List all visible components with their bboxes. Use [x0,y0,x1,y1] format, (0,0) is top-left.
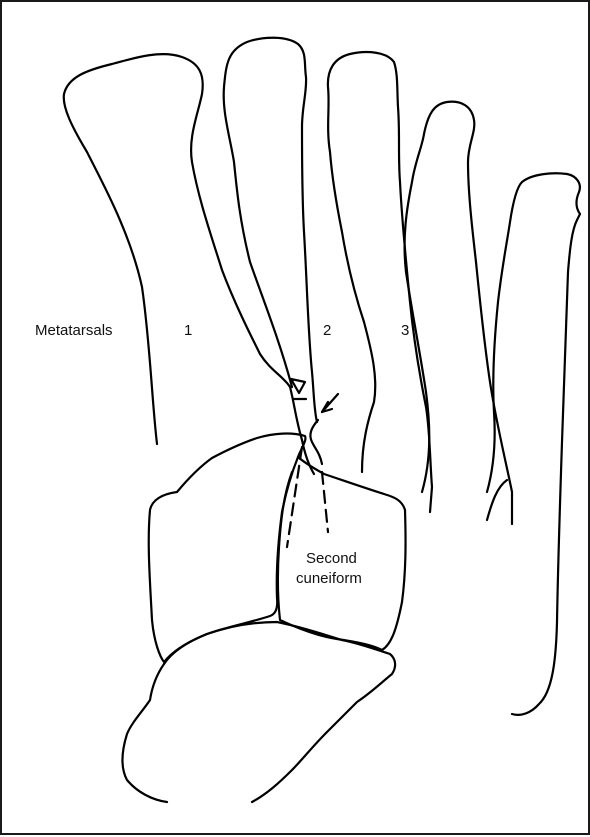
ligament-strand [310,420,322,464]
navicular [164,622,395,802]
dashed-line-medial [287,447,302,547]
talus-edge [122,664,167,802]
metatarsals-label: Metatarsals [35,322,113,340]
first-metatarsal [64,54,302,444]
metatarsal-1-label: 1 [184,322,192,340]
marker-triangle [291,379,305,393]
dashed-line-lateral [322,472,328,532]
second-cuneiform-label-line2: cuneiform [296,570,362,588]
fifth-metatarsal-lateral [487,480,507,520]
second-metatarsal [224,38,317,422]
second-cuneiform-label-line1: Second [306,550,357,568]
metatarsal-3-label: 3 [401,322,409,340]
third-metatarsal [328,52,432,512]
metatarsal-2-label: 2 [323,322,331,340]
